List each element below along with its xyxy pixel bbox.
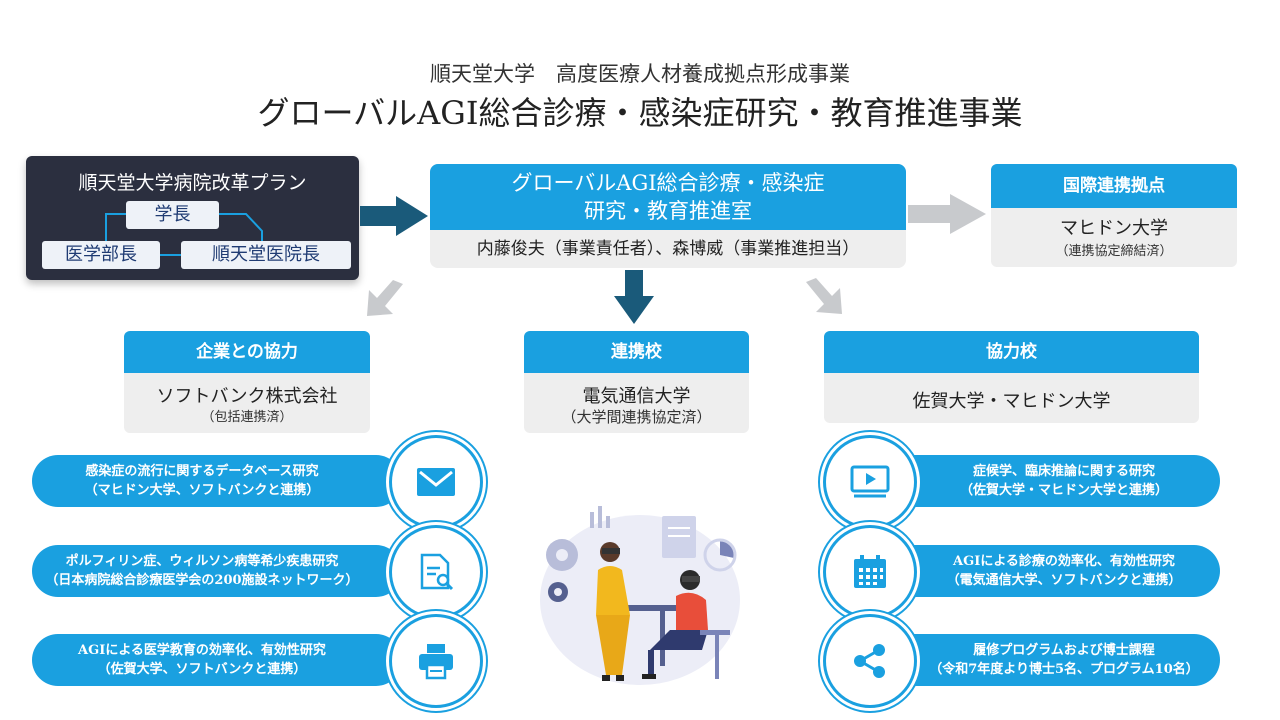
central-office-title-line1: グローバルAGI総合診療・感染症 bbox=[511, 171, 825, 195]
plan-title: 順天堂大学病院改革プラン bbox=[78, 172, 307, 194]
corporate-header: 企業との協力 bbox=[124, 331, 370, 373]
central-office-title-line2: 研究・教育推進室 bbox=[584, 199, 752, 223]
right-item-3-badge bbox=[820, 611, 920, 711]
org-connector-lines bbox=[105, 213, 263, 256]
international-hub-note: （連携協定締結済） bbox=[1055, 244, 1173, 259]
left-item-3: AGIによる医学教育の効率化、有効性研究 （佐賀大学、ソフトバンクと連携） bbox=[32, 634, 402, 686]
left-item-3-badge bbox=[386, 611, 486, 711]
left-item-1-line2: （マヒドン大学、ソフトバンクと連携） bbox=[84, 483, 320, 498]
right-item-2-line1: AGIによる診療の効率化、有効性研究 bbox=[953, 554, 1175, 569]
international-hub-name: マヒドン大学 bbox=[1060, 218, 1168, 239]
left-item-2: ポルフィリン症、ウィルソン病等希少疾患研究 （日本病院総合診療医学会の200施設… bbox=[32, 545, 402, 597]
right-item-3-line2: （令和7年度より博士5名、プログラム10名） bbox=[929, 662, 1199, 677]
international-hub-header: 国際連携拠点 bbox=[991, 164, 1237, 208]
partner-school-name: 電気通信大学 bbox=[582, 386, 691, 407]
right-item-3-line1: 履修プログラムおよび博士課程 bbox=[973, 643, 1155, 658]
corporate-note: （包括連携済） bbox=[201, 410, 293, 425]
right-item-2-line2: （電気通信大学、ソフトバンクと連携） bbox=[946, 573, 1182, 588]
share-icon bbox=[854, 644, 885, 678]
left-item-1: 感染症の流行に関するデータベース研究 （マヒドン大学、ソフトバンクと連携） bbox=[32, 455, 402, 507]
dean-label: 医学部長 bbox=[42, 241, 160, 269]
left-item-2-line2: （日本病院総合診療医学会の200施設ネットワーク） bbox=[45, 573, 359, 588]
arrow-right-gray bbox=[908, 194, 986, 234]
cooperating-schools-header: 協力校 bbox=[824, 331, 1199, 373]
right-item-1-line2: （佐賀大学・マヒドン大学と連携） bbox=[959, 483, 1168, 498]
left-item-3-line2: （佐賀大学、ソフトバンクと連携） bbox=[97, 662, 307, 677]
right-item-2: AGIによる診療の効率化、有効性研究 （電気通信大学、ソフトバンクと連携） bbox=[874, 545, 1220, 597]
page-subtitle: 順天堂大学 高度医療人材養成拠点形成事業 bbox=[430, 62, 850, 86]
arrow-down-right-gray bbox=[806, 278, 842, 314]
hospital-reform-plan-box: 順天堂大学病院改革プラン 学長 医学部長 順天堂医院長 bbox=[26, 156, 359, 280]
vr-collaboration-illustration bbox=[540, 506, 740, 685]
mail-icon bbox=[417, 468, 455, 496]
arrow-down-left-gray bbox=[367, 280, 403, 316]
left-item-2-badge bbox=[386, 522, 486, 622]
president-label: 学長 bbox=[126, 201, 219, 229]
arrow-right-dark bbox=[360, 196, 428, 236]
partner-school-header: 連携校 bbox=[524, 331, 749, 373]
document-search-icon bbox=[420, 553, 454, 591]
page-title: グローバルAGI総合診療・感染症研究・教育推進事業 bbox=[257, 94, 1023, 132]
left-item-1-badge bbox=[386, 432, 486, 532]
left-item-3-line1: AGIによる医学教育の効率化、有効性研究 bbox=[78, 643, 326, 658]
calendar-icon bbox=[854, 555, 886, 588]
video-player-icon bbox=[850, 465, 890, 498]
arrow-down-dark bbox=[614, 270, 654, 324]
cooperating-schools-name: 佐賀大学・マヒドン大学 bbox=[912, 391, 1111, 412]
central-office-members: 内藤俊夫（事業責任者）、森博威（事業推進担当） bbox=[476, 239, 860, 259]
right-item-2-badge bbox=[820, 522, 920, 622]
printer-icon bbox=[419, 644, 453, 680]
right-item-1: 症候学、臨床推論に関する研究 （佐賀大学・マヒドン大学と連携） bbox=[874, 455, 1220, 507]
left-item-1-line1: 感染症の流行に関するデータベース研究 bbox=[85, 464, 319, 479]
right-item-1-line1: 症候学、臨床推論に関する研究 bbox=[972, 464, 1155, 479]
corporate-name: ソフトバンク株式会社 bbox=[156, 386, 338, 407]
hospital-director-label: 順天堂医院長 bbox=[181, 241, 351, 269]
partner-school-note: （大学間連携協定済） bbox=[561, 408, 712, 426]
left-item-2-line1: ポルフィリン症、ウィルソン病等希少疾患研究 bbox=[65, 554, 339, 569]
central-office-header: グローバルAGI総合診療・感染症 研究・教育推進室 bbox=[430, 164, 906, 230]
right-item-3: 履修プログラムおよび博士課程 （令和7年度より博士5名、プログラム10名） bbox=[874, 634, 1220, 686]
right-item-1-badge bbox=[820, 432, 920, 532]
